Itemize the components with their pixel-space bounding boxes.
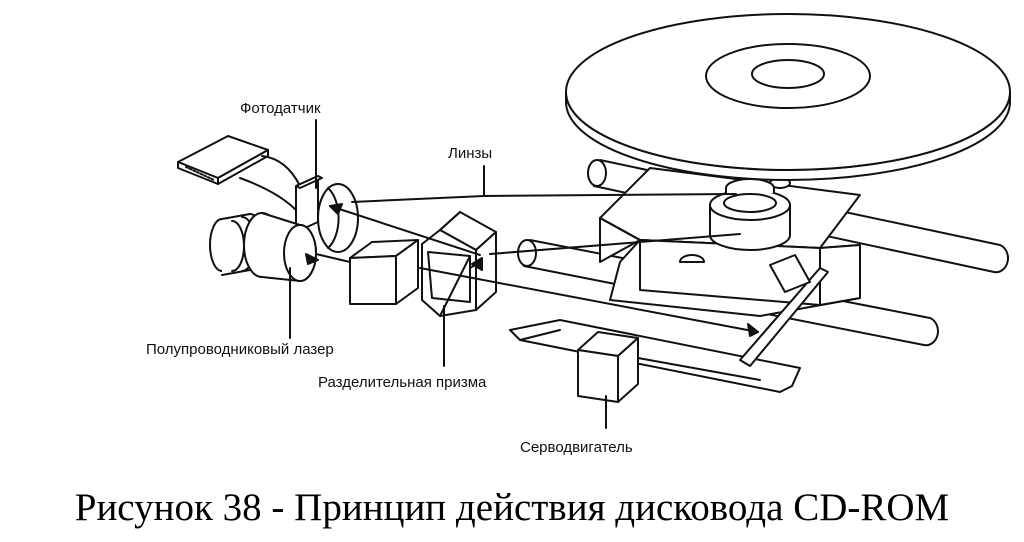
label-photodetector: Фотодатчик — [240, 100, 321, 117]
collimator-lens — [317, 183, 359, 253]
laser-beam-paths — [305, 203, 759, 337]
beam-splitting-prism — [421, 211, 497, 317]
figure-caption: Рисунок 38 - Принцип действия дисковода … — [74, 486, 950, 529]
label-prism: Разделительная призма — [318, 374, 487, 391]
leader-lines — [289, 119, 737, 429]
label-lenses: Линзы — [448, 145, 492, 162]
worm-drive — [739, 254, 829, 367]
semiconductor-laser — [209, 212, 317, 282]
servo-motor — [577, 331, 761, 403]
ic-chip — [177, 135, 269, 185]
compact-disc — [565, 13, 1011, 181]
cd-rom-diagram: Фотодатчик Линзы Полупроводниковый лазер… — [146, 13, 1011, 456]
label-servo: Серводвигатель — [520, 439, 633, 456]
prism-cube — [349, 239, 419, 305]
label-laser: Полупроводниковый лазер — [146, 341, 334, 358]
